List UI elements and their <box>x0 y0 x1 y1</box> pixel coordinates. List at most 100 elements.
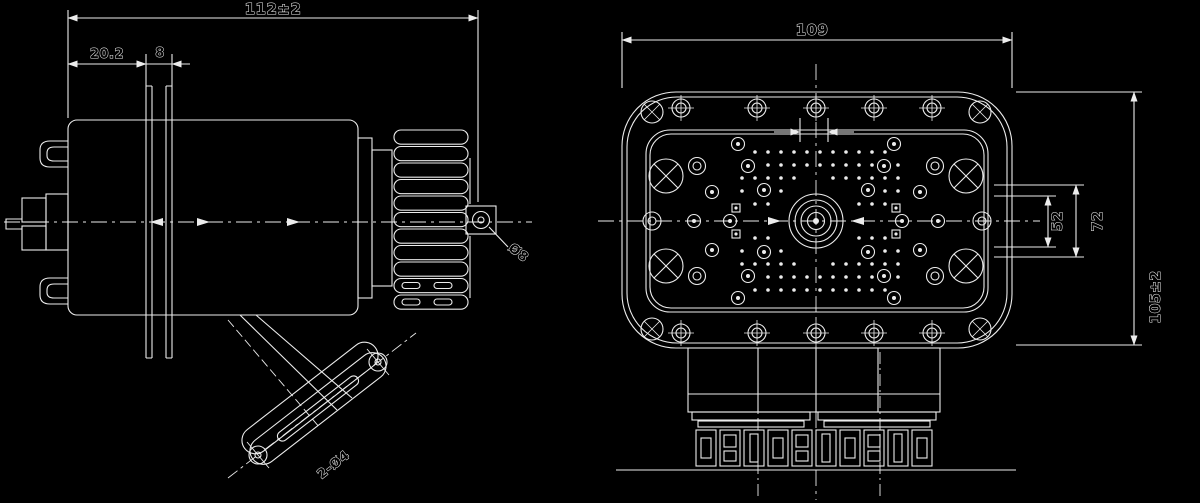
boss-hole-center <box>477 216 485 224</box>
dim-width-label: 109 <box>796 21 829 39</box>
keying-square-dot <box>894 206 898 210</box>
terminal <box>695 429 717 467</box>
dim-width: 109 <box>621 21 1013 88</box>
contact-hole-dot <box>710 190 714 194</box>
keying-square-dot <box>734 232 738 236</box>
hook-bottom <box>39 277 68 305</box>
pin-dot <box>818 150 822 154</box>
terminal <box>887 429 909 467</box>
dim-arm-holes-label: 2-Ø4 <box>315 448 353 482</box>
screw-hole-cross <box>668 95 694 121</box>
hook-top <box>39 140 68 168</box>
contact-hole <box>886 290 902 306</box>
screw-hole-cross <box>668 320 694 346</box>
arm-bar-rear <box>241 341 379 455</box>
pin-dot <box>883 150 887 154</box>
pin-dot <box>779 150 783 154</box>
pin-dot <box>766 176 770 180</box>
pin-dot <box>857 288 861 292</box>
corner-socket <box>648 248 684 284</box>
keying-square-dot <box>734 206 738 210</box>
dim-height-label: 105±2 <box>1148 270 1164 323</box>
stub-square-top <box>21 197 47 223</box>
pin-dot <box>844 150 848 154</box>
pin-dot <box>844 163 848 167</box>
pin-dot <box>766 288 770 292</box>
pin-dot <box>896 249 900 253</box>
boot-rib <box>393 228 469 244</box>
contact-hole-dot <box>746 274 750 278</box>
pin-dot <box>766 150 770 154</box>
pin-dot <box>896 176 900 180</box>
arm-hole-lower-center <box>254 451 262 459</box>
terminal-slot <box>867 450 881 462</box>
flange-step-2 <box>371 149 393 287</box>
rim-corner-hole <box>968 100 992 124</box>
keying-square <box>891 203 901 213</box>
corner-socket <box>948 158 984 194</box>
arm-link-dash <box>227 319 321 429</box>
pin-dot <box>883 262 887 266</box>
pin-dot <box>766 163 770 167</box>
boot-rib <box>393 145 469 162</box>
arm-tick-upper <box>366 348 390 376</box>
terminal <box>815 429 837 467</box>
pin-dot <box>766 262 770 266</box>
pin-dot <box>740 189 744 193</box>
terminal-slot <box>723 450 737 462</box>
keying-square <box>731 229 741 239</box>
arm-tick-lower <box>246 441 270 469</box>
arm-hole-lower <box>248 445 268 465</box>
dim-overall-length-label: 112±2 <box>245 0 302 18</box>
boot-rib <box>393 178 469 195</box>
dim-pitch-outer-label: 72 <box>1090 211 1106 231</box>
pilot-hole <box>925 156 945 176</box>
terminal <box>791 429 813 467</box>
pilot-hole-inner <box>930 161 940 171</box>
terminal-slot <box>700 437 712 459</box>
dim-top-small <box>774 118 854 142</box>
contact-hole <box>730 136 746 152</box>
contact-hole-dot <box>918 248 922 252</box>
pin-dot <box>870 150 874 154</box>
pin-dot <box>805 275 809 279</box>
pin-dot-grid <box>740 150 900 292</box>
contact-hole <box>756 244 772 260</box>
corner-socket-cross <box>653 163 679 189</box>
pin-dot <box>870 236 874 240</box>
pin-dot <box>818 275 822 279</box>
pin-dot <box>844 176 848 180</box>
corrugated-boot <box>393 129 469 310</box>
contact-hole-dot <box>762 250 766 254</box>
pin-dot <box>870 163 874 167</box>
pin-dot <box>753 150 757 154</box>
pin-dot <box>766 202 770 206</box>
pin-dot <box>779 249 783 253</box>
pin-dot <box>818 163 822 167</box>
contact-hole <box>876 268 892 284</box>
dim-slot-width-label: 8 <box>155 46 165 61</box>
contact-hole-dot <box>882 164 886 168</box>
pin-dot <box>870 288 874 292</box>
boss-leader <box>488 226 509 248</box>
boot-rib <box>393 162 469 178</box>
terminal-slot <box>867 434 881 448</box>
pin-dot <box>857 262 861 266</box>
contact-hole-dot <box>866 188 870 192</box>
contact-hole-dot <box>710 248 714 252</box>
pin-dot <box>792 275 796 279</box>
contact-hole <box>886 136 902 152</box>
pin-dot <box>766 275 770 279</box>
dim-overall-length: 112±2 <box>67 0 479 202</box>
pin-dot <box>753 202 757 206</box>
pin-dot <box>857 163 861 167</box>
terminal-slot <box>772 437 784 459</box>
pin-dot <box>779 176 783 180</box>
pin-dot <box>805 163 809 167</box>
dim-pitch-inner: 52 <box>994 195 1067 248</box>
pin-dot <box>766 236 770 240</box>
rim-corner-hole <box>968 317 992 341</box>
stub-square-bottom <box>21 225 47 251</box>
keying-square-dot <box>894 232 898 236</box>
